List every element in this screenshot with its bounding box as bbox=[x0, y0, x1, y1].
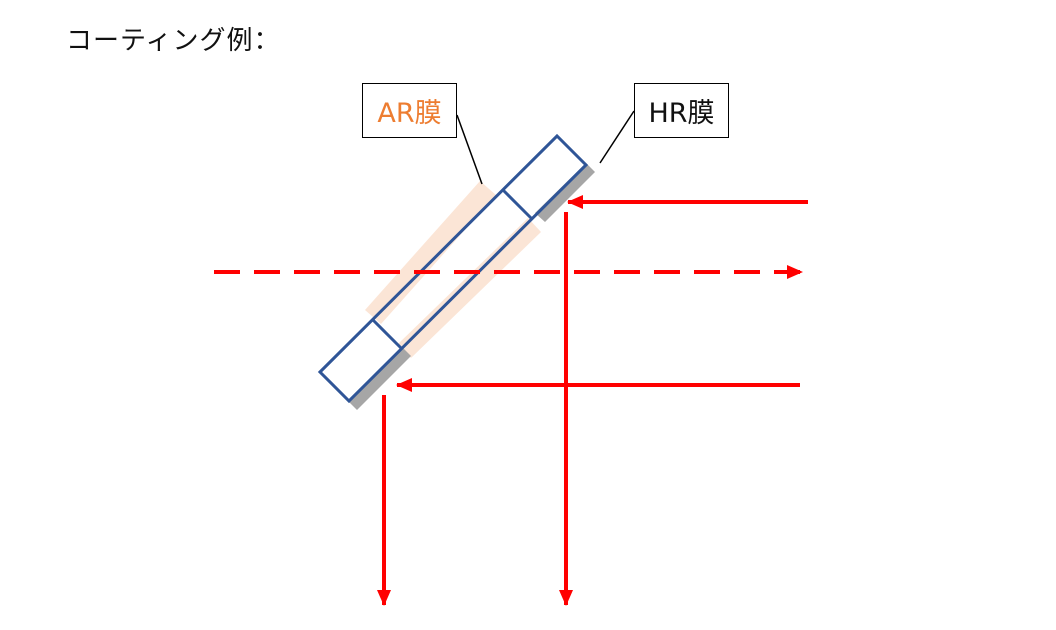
ar-callout-line bbox=[456, 114, 483, 185]
mirror-substrate bbox=[317, 133, 589, 404]
hr-callout-line bbox=[599, 110, 635, 164]
hr-coating-upper bbox=[535, 163, 595, 222]
mirror-division-upper bbox=[501, 188, 534, 221]
diagram-heading: コーティング例： bbox=[66, 26, 281, 56]
mirror-division-lower bbox=[371, 318, 404, 351]
hr-coating-label-text: HR膜 bbox=[648, 98, 715, 129]
ar-coating-label-text: AR膜 bbox=[377, 98, 442, 129]
hr-coating-label: HR膜 bbox=[634, 83, 729, 138]
ar-coating-label: AR膜 bbox=[362, 83, 457, 138]
hr-coating-lower bbox=[348, 347, 411, 410]
ar-coating-lower bbox=[398, 218, 541, 358]
ar-coating bbox=[365, 181, 496, 324]
